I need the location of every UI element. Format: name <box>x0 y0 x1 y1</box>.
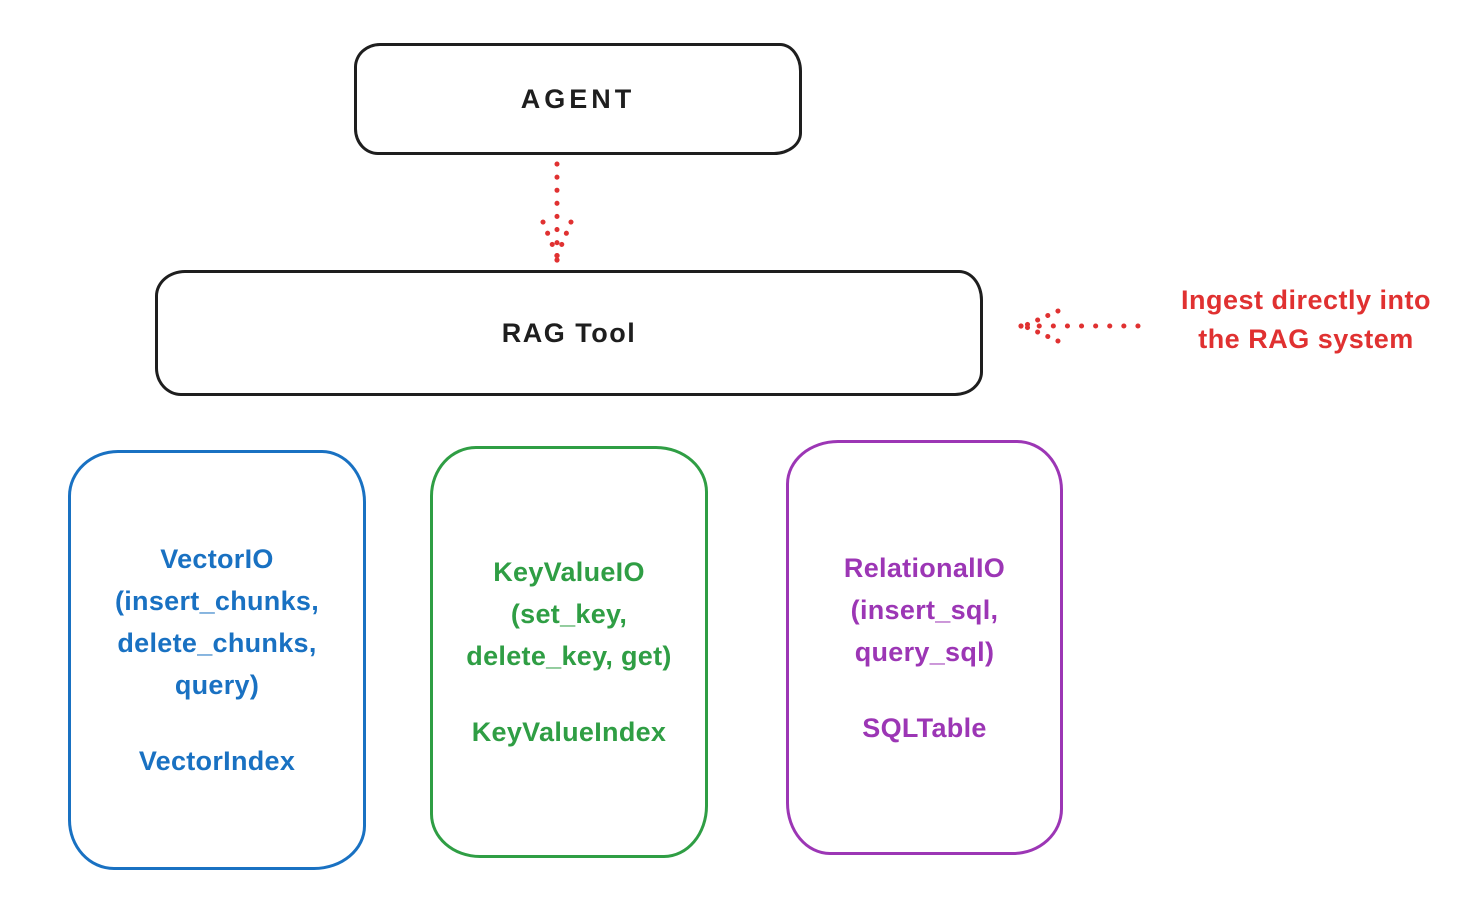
vector-io-param-line: delete_chunks, <box>117 628 317 658</box>
vector-io-param-line: (insert_chunks, <box>114 586 320 616</box>
keyvalue-io-title: KeyValueIO <box>493 557 645 587</box>
relational-io-param-line: query_sql) <box>854 636 995 667</box>
relational-io-box: RelationalIO (insert_sql, query_sql) SQL… <box>786 440 1063 855</box>
vector-index-label: VectorIndex <box>138 746 296 776</box>
sql-table-label: SQLTable <box>862 712 987 743</box>
vector-io-box: VectorIO (insert_chunks, delete_chunks, … <box>68 450 366 870</box>
keyvalue-io-param-line: (set_key, <box>510 599 628 629</box>
agent-box: AGENT <box>354 43 802 155</box>
annotation-text: Ingest directly into the RAG system <box>1136 281 1476 359</box>
agent-label: AGENT <box>520 83 636 114</box>
annotation-line-2: the RAG system <box>1198 324 1414 354</box>
keyvalue-index-label: KeyValueIndex <box>471 717 667 747</box>
vector-io-title: VectorIO <box>160 544 274 574</box>
relational-io-param-line: (insert_sql, <box>850 594 999 625</box>
relational-io-title: RelationalIO <box>843 552 1006 583</box>
rag-tool-box: RAG Tool <box>155 270 983 396</box>
vector-io-param-line: query) <box>174 670 260 700</box>
keyvalue-io-box: KeyValueIO (set_key, delete_key, get) Ke… <box>430 446 708 858</box>
rag-tool-label: RAG Tool <box>501 317 637 348</box>
annotation-line-1: Ingest directly into <box>1180 285 1432 315</box>
arrow-agent-to-rag-icon <box>540 161 574 263</box>
keyvalue-io-param-line: delete_key, get) <box>466 641 672 671</box>
arrow-annotation-icon <box>1018 308 1141 344</box>
